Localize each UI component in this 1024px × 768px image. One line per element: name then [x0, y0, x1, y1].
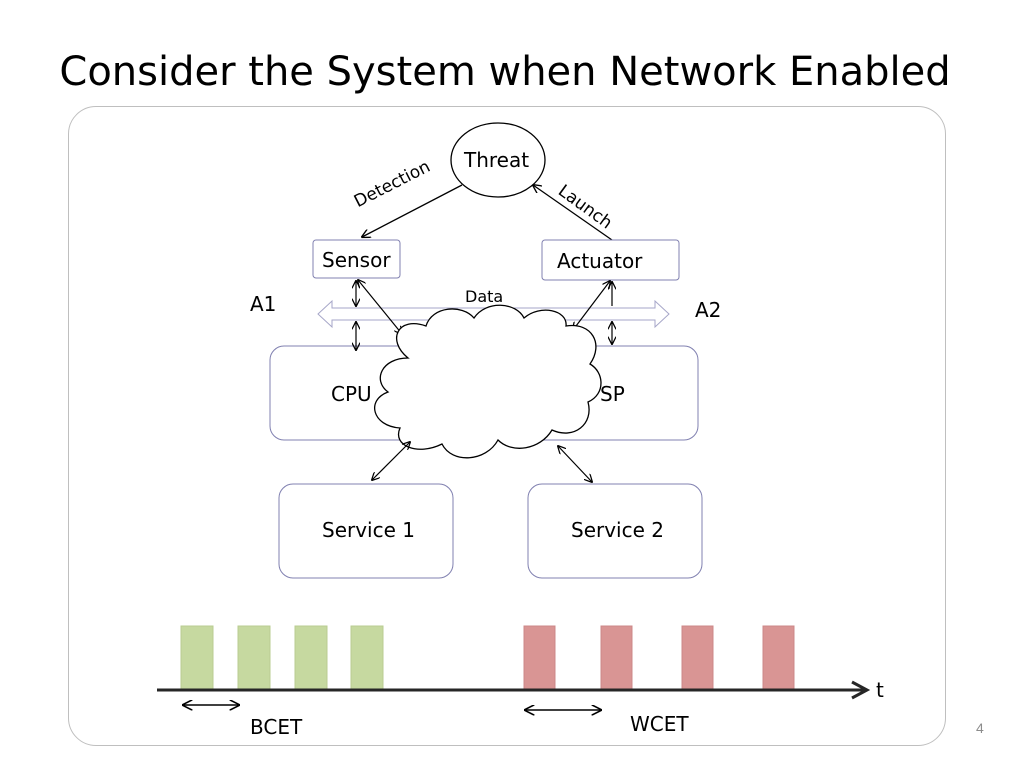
timeline	[157, 625, 871, 710]
launch-arrow	[533, 185, 613, 241]
service2-label: Service 2	[571, 518, 664, 542]
network-cloud	[374, 304, 602, 459]
sensor-box	[312, 239, 401, 279]
slide-title: Consider the System when Network Enabled	[59, 49, 951, 95]
wcet-bar	[600, 625, 633, 691]
bcet-bar	[350, 625, 384, 691]
bcet-bar	[237, 625, 271, 691]
service1-label: Service 1	[322, 518, 415, 542]
detection-arrow	[362, 184, 463, 237]
threat-node	[450, 122, 546, 198]
a1-label: A1	[250, 292, 277, 316]
bcet-label: BCET	[250, 715, 303, 739]
slide-number: 4	[976, 720, 984, 736]
diagram-frame	[68, 106, 946, 746]
bcet-bar	[294, 625, 328, 691]
wcet-label: WCET	[630, 712, 689, 736]
sensor-label: Sensor	[322, 248, 391, 272]
data-label: Data	[465, 287, 504, 306]
cloud-service2-arrow	[558, 446, 592, 482]
service1-box	[278, 483, 454, 579]
sensor-cloud-arrow	[358, 280, 402, 334]
dsp-label: SP	[600, 382, 625, 406]
actuator-label: Actuator	[557, 249, 643, 273]
cpu-label: CPU	[331, 382, 372, 406]
wcet-bar	[762, 625, 795, 691]
time-axis-arrowhead	[851, 680, 871, 700]
cloud-service1-arrow	[372, 442, 410, 480]
time-axis-label: t	[876, 678, 884, 702]
actuator-cloud-arrow	[573, 281, 610, 330]
wcet-bar	[681, 625, 714, 691]
wcet-bar	[523, 625, 556, 691]
bcet-bar	[180, 625, 214, 691]
threat-label: Threat	[464, 148, 530, 172]
service2-box	[527, 483, 703, 579]
a2-label: A2	[695, 298, 722, 322]
